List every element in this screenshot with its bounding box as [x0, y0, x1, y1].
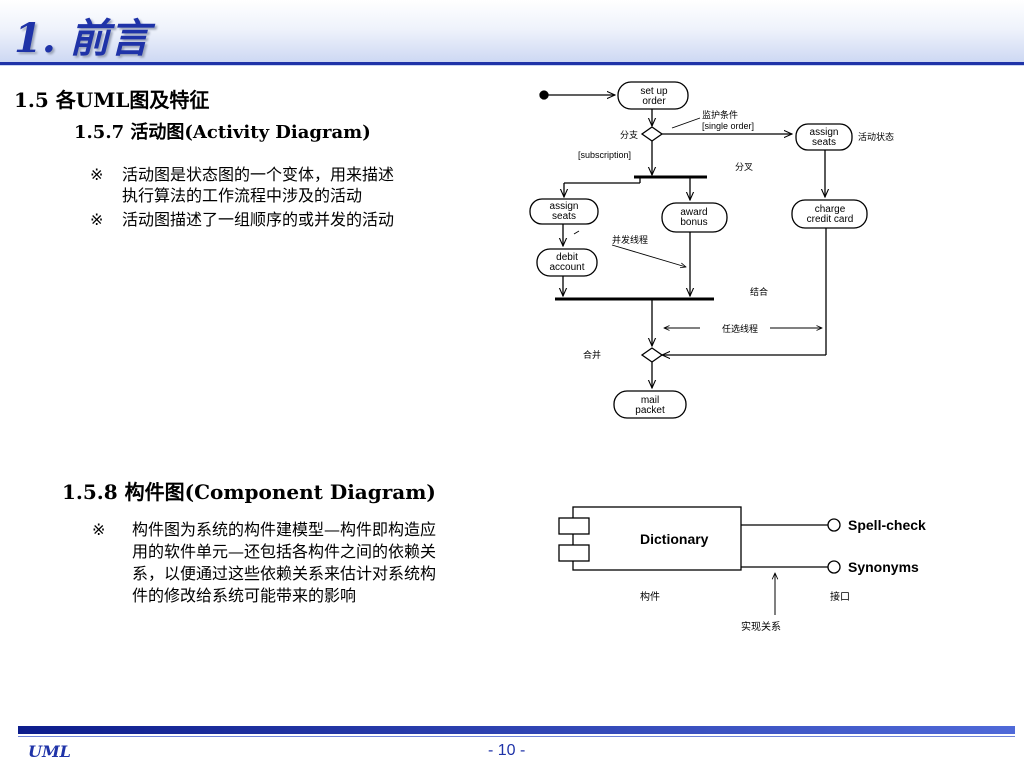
bullet-text-line: 用的软件单元—还包括各构件之间的依赖关 — [132, 542, 437, 561]
footer-course-label: UML — [28, 742, 71, 761]
label-award-2: bonus — [680, 217, 707, 228]
node-mail-packet — [613, 390, 687, 419]
component-tab-bottom — [558, 544, 590, 562]
bullet-mark: ※ — [90, 165, 104, 184]
bullet-text-line: 执行算法的工作流程中涉及的活动 — [122, 186, 363, 205]
label-debit-2: account — [549, 262, 584, 273]
label-setup-1: set up — [640, 86, 668, 97]
label-branch: 分支 — [620, 129, 638, 140]
interface-lollipop-spell — [827, 518, 841, 532]
node-award-bonus — [661, 202, 728, 233]
label-award-1: award — [680, 207, 707, 218]
page-title: 1. 前言 — [14, 15, 150, 62]
interface-lollipop-synonyms — [827, 560, 841, 574]
component-diagram: Dictionary Spell-check Synonyms 构件 接口 实现… — [558, 506, 926, 633]
label-realization: 实现关系 — [741, 620, 781, 633]
component-bullet: ※ 构件图为系统的构件建模型—构件即构造应 用的软件单元—还包括各构件之间的依赖… — [92, 519, 522, 607]
bullet-mark: ※ — [92, 520, 106, 539]
bullet-text-line: 活动图是状态图的一个变体，用来描述 — [122, 165, 395, 184]
label-merge: 合并 — [583, 349, 601, 360]
label-optional: 任选线程 — [722, 323, 758, 334]
label-assign-r-2: seats — [812, 137, 836, 148]
node-assign-seats-right — [795, 123, 853, 151]
label-interface: 接口 — [830, 590, 850, 603]
bullet-mark: ※ — [90, 210, 104, 229]
label-fork: 分叉 — [735, 162, 753, 172]
merge-diamond — [640, 347, 664, 363]
label-assign-l-1: assign — [550, 201, 579, 212]
footer-line — [18, 736, 1015, 737]
title-underline — [0, 62, 1024, 65]
node-setup-order — [617, 81, 689, 110]
interface-spell-check: Spell-check — [848, 517, 926, 533]
label-charge-2: credit card — [807, 214, 854, 225]
label-concurrent: 并发线程 — [612, 234, 648, 245]
title-bar — [0, 0, 1024, 66]
component-heading: 1.5.8 构件图(Component Diagram) — [62, 480, 436, 504]
bullet-text-line: 件的修改给系统可能带来的影响 — [132, 586, 357, 605]
label-setup-2: order — [642, 96, 666, 107]
section-heading: 1.5 各UML图及特征 — [14, 88, 210, 112]
label-mail-2: packet — [635, 405, 665, 416]
bullet-text-line: 构件图为系统的构件建模型—构件即构造应 — [132, 520, 437, 539]
label-subscription: [subscription] — [578, 150, 631, 160]
page-number: - 10 - — [488, 742, 526, 759]
bullet-text-line: 系，以便通过这些依赖关系来估计对系统构 — [132, 564, 437, 583]
component-tab-top — [558, 517, 590, 535]
interface-synonyms: Synonyms — [848, 559, 919, 575]
node-debit-account — [536, 248, 598, 277]
label-component: 构件 — [640, 590, 660, 603]
activity-bullet-2: ※ 活动图描述了一组顺序的或并发的活动 — [90, 209, 490, 230]
label-assign-r-1: assign — [810, 127, 839, 138]
label-single-order: [single order] — [702, 121, 754, 131]
label-guard: 监护条件 — [702, 109, 738, 120]
label-join: 结合 — [750, 286, 768, 297]
component-name: Dictionary — [640, 531, 709, 547]
branch-diamond — [640, 126, 664, 142]
bullet-text-line: 活动图描述了一组顺序的或并发的活动 — [122, 210, 395, 229]
label-activity-state: 活动状态 — [858, 131, 894, 142]
initial-node — [539, 90, 549, 100]
activity-heading: 1.5.7 活动图(Activity Diagram) — [74, 122, 371, 143]
component-box — [572, 506, 742, 571]
label-charge-1: charge — [815, 204, 846, 215]
node-assign-seats-left — [529, 198, 599, 225]
label-mail-1: mail — [641, 395, 659, 406]
label-assign-l-2: seats — [552, 211, 576, 222]
activity-diagram: set up order assign seats charge credit … — [529, 81, 894, 419]
label-debit-1: debit — [556, 252, 578, 263]
footer-bar — [18, 726, 1015, 734]
activity-bullet-1: ※ 活动图是状态图的一个变体，用来描述 执行算法的工作流程中涉及的活动 — [90, 164, 490, 206]
node-charge-credit-card — [791, 199, 868, 229]
